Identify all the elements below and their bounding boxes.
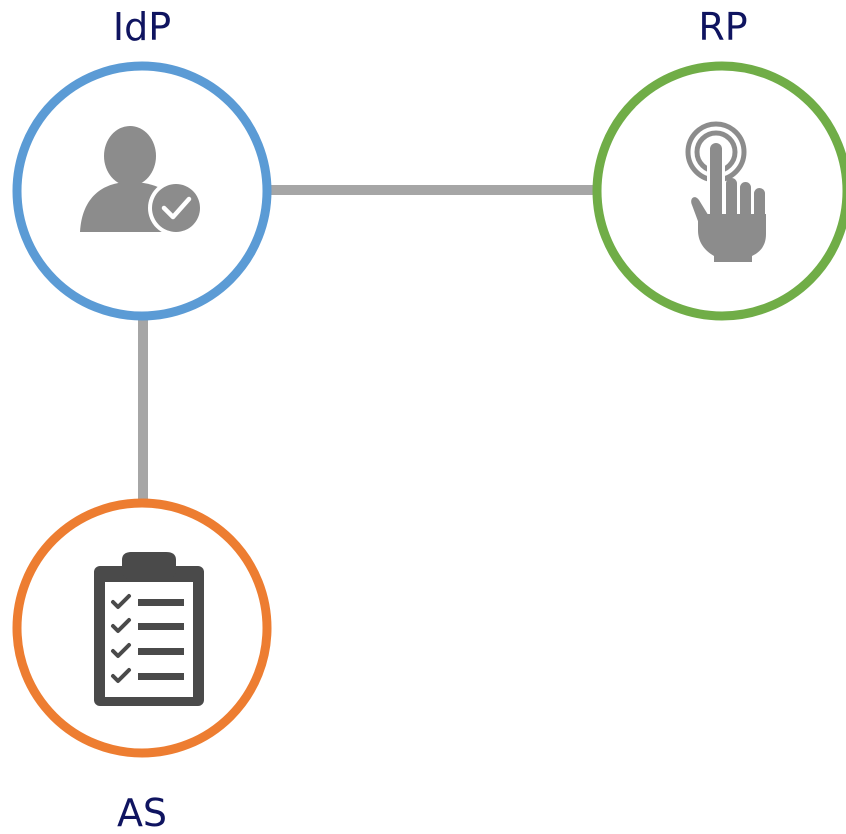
node-idp: IdP [12, 5, 272, 321]
user-verified-icon [80, 126, 204, 236]
node-rp: RP [592, 5, 846, 321]
node-label-idp: IdP [113, 5, 171, 49]
clipboard-checklist-icon [94, 552, 204, 706]
node-label-as: AS [117, 791, 167, 834]
node-as: AS [12, 498, 272, 834]
touch-hand-icon [685, 121, 766, 262]
node-label-rp: RP [698, 5, 747, 49]
